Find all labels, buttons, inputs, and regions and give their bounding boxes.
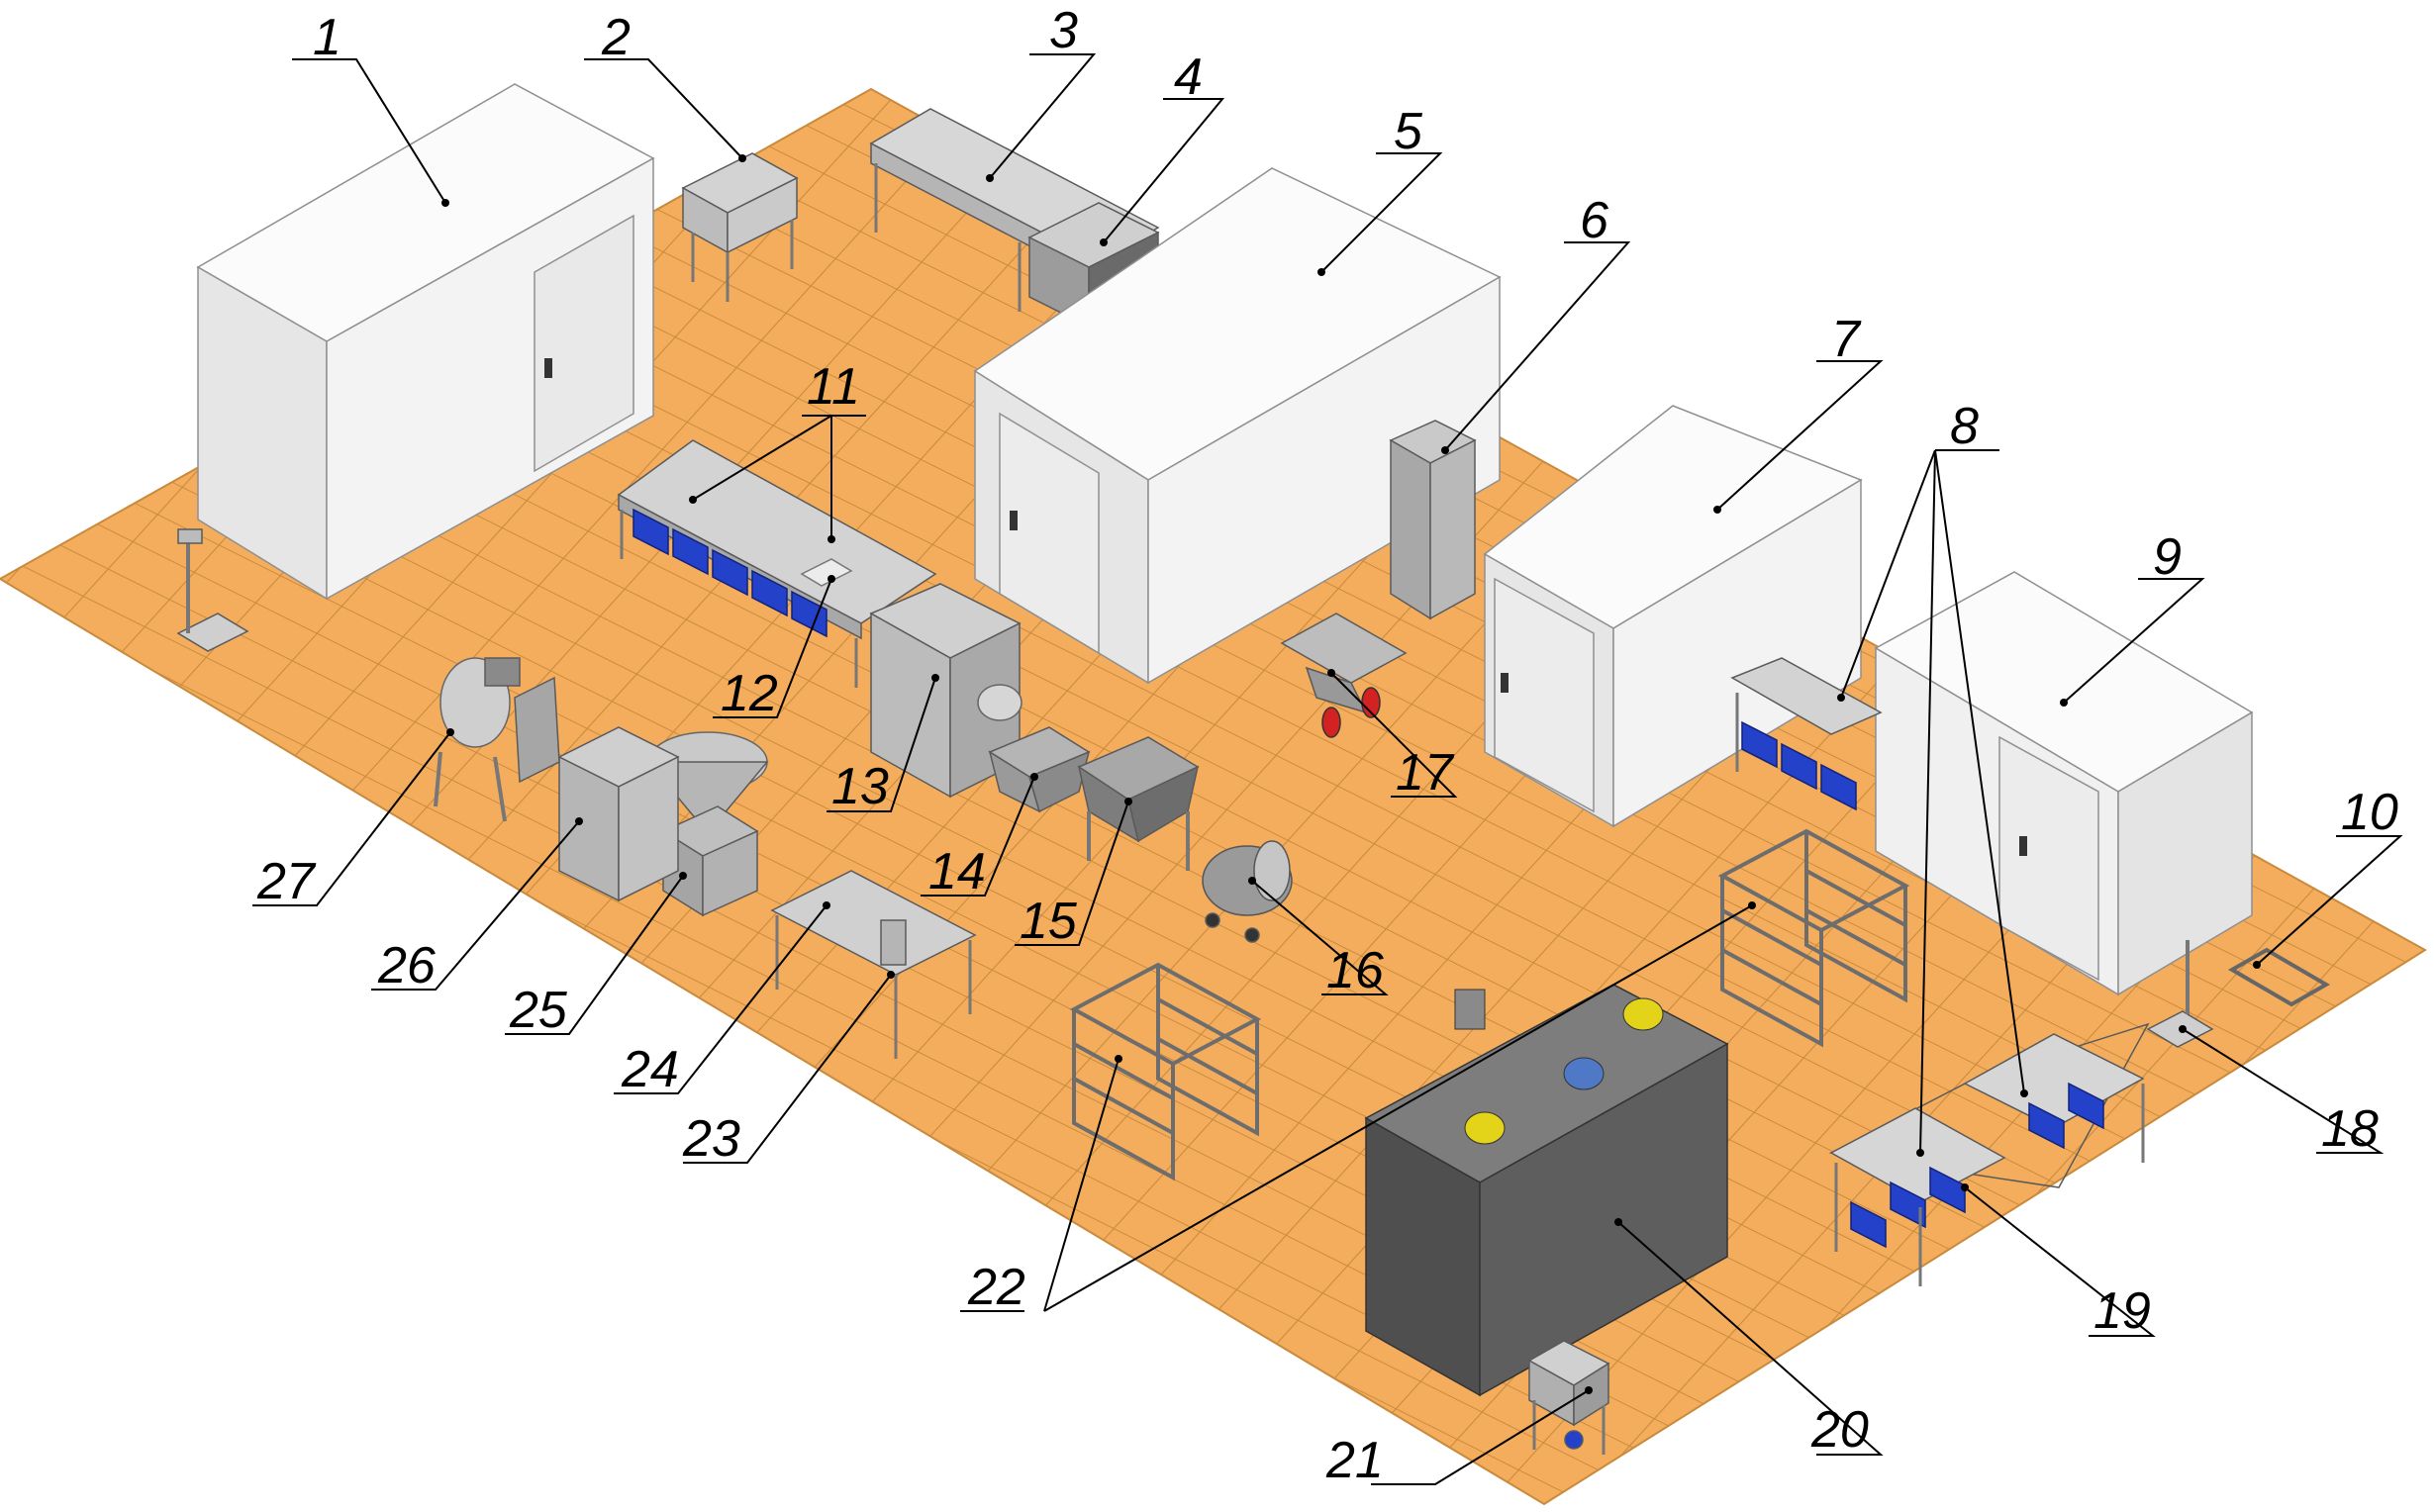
- floor-scale-left: [176, 528, 249, 652]
- item-10-base-trolley: [2228, 947, 2330, 1007]
- label-5: 5: [1394, 103, 1423, 160]
- cabinet-6: [1389, 420, 1477, 620]
- label-7: 7: [1831, 311, 1862, 368]
- label-23: 23: [682, 1110, 740, 1168]
- tables-8-19-lower: [1828, 1022, 2150, 1286]
- item-16-drum-trolley: [1202, 840, 1293, 943]
- label-14: 14: [928, 843, 986, 900]
- label-26: 26: [377, 937, 436, 994]
- label-1: 1: [313, 9, 341, 66]
- tables-8-upper: [1730, 657, 1883, 811]
- label-2: 2: [601, 9, 631, 66]
- label-10: 10: [2341, 784, 2398, 841]
- label-11: 11: [807, 358, 860, 416]
- label-25: 25: [509, 982, 568, 1039]
- item-20-smokehouse: [1364, 984, 1729, 1397]
- chamber-5: [973, 167, 1502, 685]
- chamber-7: [1483, 405, 1863, 828]
- item-25-filler: [646, 731, 769, 917]
- item-17-wheelbarrow: [1280, 613, 1408, 738]
- label-6: 6: [1580, 192, 1608, 249]
- label-4: 4: [1174, 48, 1203, 106]
- label-17: 17: [1396, 744, 1455, 802]
- tables-11-12: [617, 439, 937, 688]
- label-22: 22: [967, 1259, 1025, 1316]
- label-27: 27: [256, 853, 317, 910]
- label-19: 19: [2093, 1282, 2151, 1340]
- item-2-bath: [681, 152, 799, 302]
- item-23-clipper: [880, 919, 907, 966]
- label-8: 8: [1950, 398, 1979, 455]
- label-16: 16: [1326, 942, 1384, 999]
- label-15: 15: [1020, 893, 1078, 950]
- item-24-table: [770, 870, 977, 1059]
- item-26-control-cabinet: [557, 726, 680, 902]
- chamber-1: [196, 83, 655, 601]
- item-27-cutter: [434, 657, 560, 822]
- item-15-mixer: [1077, 736, 1200, 871]
- item-22-racks-left: [1069, 962, 1262, 1181]
- chamber-9: [1874, 571, 2254, 996]
- item-21-smoke-generator: [1527, 1340, 1610, 1455]
- label-3: 3: [1049, 2, 1078, 59]
- callouts: 1 2 3 4 5 6 7 8 9 10 11: [252, 2, 2403, 1489]
- label-9: 9: [2153, 528, 2182, 586]
- label-20: 20: [1810, 1401, 1869, 1459]
- label-18: 18: [2321, 1100, 2379, 1158]
- label-24: 24: [621, 1041, 679, 1098]
- label-21: 21: [1325, 1432, 1384, 1489]
- label-12: 12: [721, 665, 778, 722]
- label-13: 13: [831, 758, 889, 815]
- item-22-racks-right: [1717, 828, 1910, 1048]
